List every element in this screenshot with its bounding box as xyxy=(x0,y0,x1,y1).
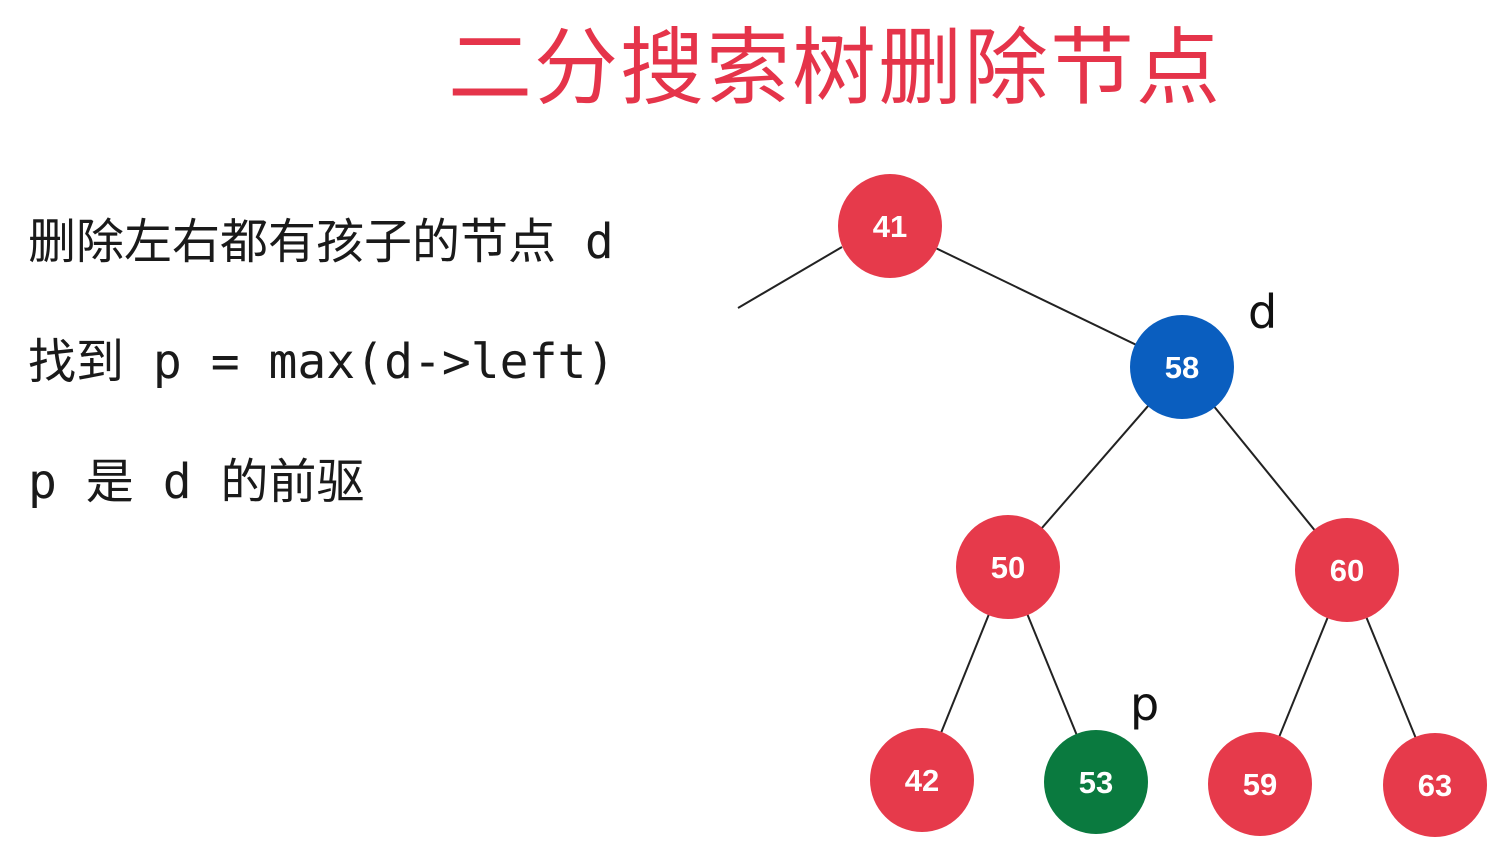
node-value: 53 xyxy=(1079,765,1113,800)
edge-41-left-stub xyxy=(737,246,843,309)
tree-node-58: 58 xyxy=(1130,315,1234,419)
explanation-line-1: 删除左右都有孩子的节点 d xyxy=(28,214,614,270)
node-circle xyxy=(1295,518,1399,622)
edge-41-58 xyxy=(889,225,1183,368)
node-value: 60 xyxy=(1330,553,1364,588)
tree-node-42: 42 xyxy=(870,728,974,832)
slide-title: 二分搜索树删除节点 xyxy=(448,19,1223,117)
tree-node-59: 59 xyxy=(1208,732,1312,836)
node-value: 41 xyxy=(873,209,907,244)
node-circle xyxy=(1208,732,1312,836)
tree-node-53: 53 xyxy=(1044,730,1148,834)
node-circle xyxy=(1383,733,1487,837)
node-circle xyxy=(838,174,942,278)
node-value: 63 xyxy=(1418,768,1452,803)
node-circle xyxy=(1044,730,1148,834)
label-d: d xyxy=(1248,285,1277,339)
node-circle xyxy=(870,728,974,832)
explanation-line-3: p 是 d 的前驱 xyxy=(28,454,365,510)
tree-node-60: 60 xyxy=(1295,518,1399,622)
tree-node-63: 63 xyxy=(1383,733,1487,837)
explanation-line-2: 找到 p = max(d->left) xyxy=(28,334,616,390)
tree-node-50: 50 xyxy=(956,515,1060,619)
label-p: p xyxy=(1130,677,1159,731)
node-circle xyxy=(1130,315,1234,419)
node-value: 50 xyxy=(991,550,1025,585)
node-value: 59 xyxy=(1243,767,1277,802)
node-value: 58 xyxy=(1165,350,1199,385)
node-value: 42 xyxy=(905,763,939,798)
tree-node-41: 41 xyxy=(838,174,942,278)
node-circle xyxy=(956,515,1060,619)
